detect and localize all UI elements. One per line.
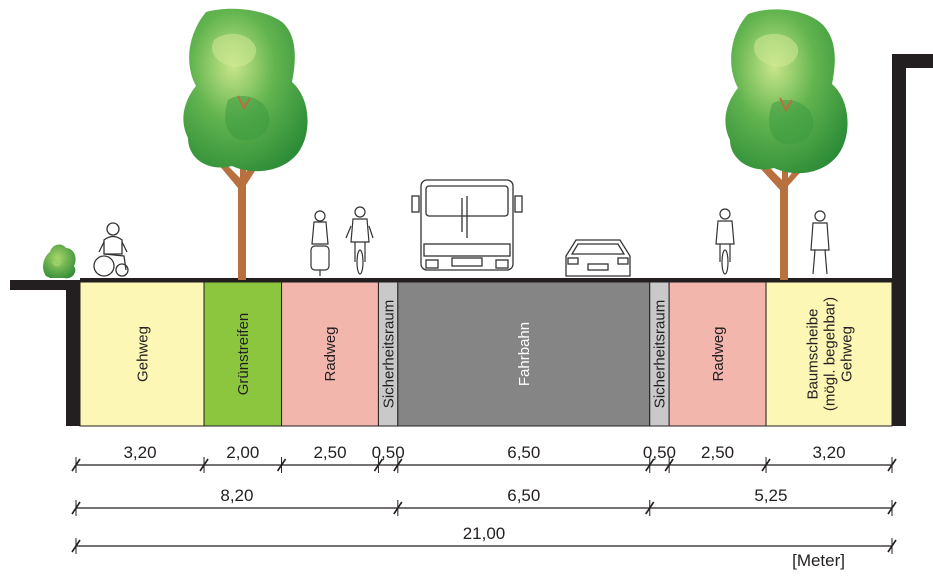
bus-icon bbox=[411, 179, 523, 271]
segment-gruenstreifen bbox=[203, 281, 283, 427]
dimension-label: 2,50 bbox=[313, 443, 346, 462]
dimension-label: 6,50 bbox=[507, 486, 540, 505]
segment-label: Radweg bbox=[710, 326, 727, 381]
dimension-label: 21,00 bbox=[463, 524, 506, 543]
car-icon bbox=[565, 239, 631, 277]
segment-label: Fahrbahn bbox=[516, 322, 533, 386]
cyclist-icon bbox=[345, 206, 374, 275]
bush-icon bbox=[43, 244, 76, 279]
segment-fahrbahn bbox=[397, 281, 651, 427]
wheelchair-user-icon bbox=[93, 222, 129, 277]
segment-label: Baumscheibe(mögl. begehbar)Gehweg bbox=[804, 297, 855, 411]
segments-group: Gehweg Grünstreifen Radweg Sicherheitsraum F… bbox=[79, 281, 893, 427]
left-ground-ledge bbox=[10, 280, 70, 290]
cyclist-icon bbox=[715, 208, 735, 275]
ground-line bbox=[80, 278, 892, 282]
segment-label: Sicherheitsraum bbox=[380, 300, 397, 408]
cyclist-icon bbox=[310, 210, 330, 276]
pedestrian-icon bbox=[810, 210, 830, 275]
dimension-label: 2,50 bbox=[701, 443, 734, 462]
segment-label: Radweg bbox=[322, 326, 339, 381]
segment-label: Sicherheitsraum bbox=[652, 300, 669, 408]
dimension-label: 3,20 bbox=[123, 443, 156, 462]
left-wall bbox=[66, 280, 80, 426]
segment-radweg bbox=[668, 281, 767, 427]
unit-label: [Meter] bbox=[792, 551, 845, 570]
segment-gehweg bbox=[79, 281, 205, 427]
dimension-label: 3,20 bbox=[812, 443, 845, 462]
tree-icon bbox=[725, 9, 848, 280]
dimension-label: 8,20 bbox=[220, 486, 253, 505]
dimension-label: 6,50 bbox=[507, 443, 540, 462]
dimension-lines: 3,20 2,00 2,50 0,50 6,50 0,50 2,50 3,20 8,20 6,50… bbox=[71, 443, 897, 554]
segment-label: Grünstreifen bbox=[235, 313, 252, 396]
segment-gehweg bbox=[765, 281, 893, 427]
dimension-label: 0,50 bbox=[643, 443, 676, 462]
right-building-ledge bbox=[892, 54, 933, 68]
dimension-label: 5,25 bbox=[754, 486, 787, 505]
dimension-label: 0,50 bbox=[372, 443, 405, 462]
segment-label: Gehweg bbox=[134, 326, 151, 382]
tree-icon bbox=[183, 8, 308, 280]
dimension-label: 2,00 bbox=[226, 443, 259, 462]
right-wall bbox=[892, 54, 906, 426]
